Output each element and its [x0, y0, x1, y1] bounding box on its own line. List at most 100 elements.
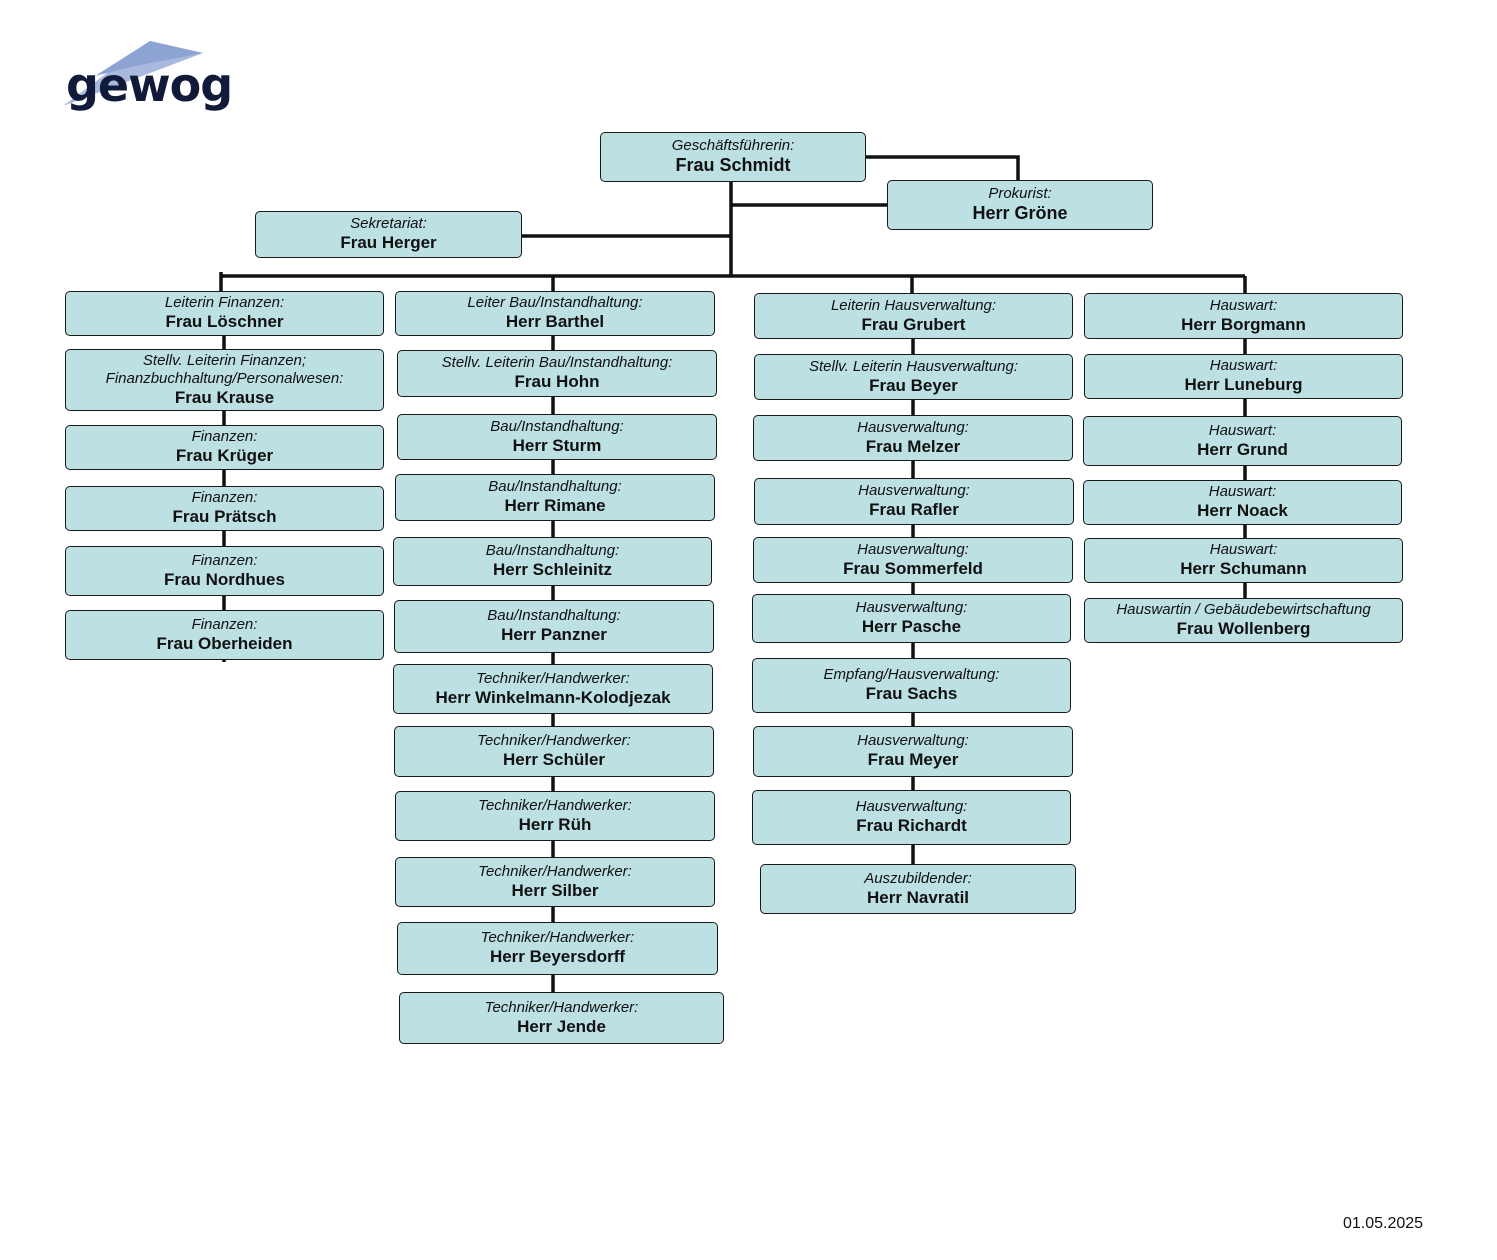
box-leiterin-hausverwaltung: Leiterin Hausverwaltung: Frau Grubert: [754, 293, 1073, 339]
box-bau: Bau/Instandhaltung: Herr Rimane: [395, 474, 715, 521]
person-name: Herr Schüler: [502, 750, 606, 770]
role-label: Hausverwaltung:: [857, 732, 969, 750]
person-name: Herr Jende: [517, 1016, 606, 1036]
person-name: Herr Rimane: [504, 496, 606, 516]
person-name: Frau Oberheiden: [156, 633, 293, 653]
box-stellv-bau: Stellv. Leiterin Bau/Instandhaltung: Fra…: [397, 350, 717, 397]
person-name: Frau Grubert: [861, 314, 966, 334]
person-name: Frau Richardt: [856, 816, 967, 836]
person-name: Frau Krause: [174, 387, 275, 407]
role-label: Techniker/Handwerker:: [478, 862, 632, 880]
role-label: Empfang/Hausverwaltung:: [823, 666, 1000, 684]
logo-wordmark: gewog: [66, 58, 233, 112]
role-label: Auszubildender:: [864, 869, 972, 887]
box-empfang: Empfang/Hausverwaltung: Frau Sachs: [752, 658, 1071, 713]
person-name: Herr Luneburg: [1184, 375, 1303, 395]
person-name: Frau Prätsch: [172, 507, 277, 527]
person-name: Herr Winkelmann-Kolodjezak: [435, 687, 671, 707]
role-label: Hausverwaltung:: [857, 418, 969, 436]
role-label: Hauswart:: [1209, 296, 1278, 314]
box-hauswartin-gebaeudebewirtschaftung: Hauswartin / Gebäudebewirtschaftung Frau…: [1084, 598, 1403, 643]
role-label: Prokurist:: [988, 185, 1052, 203]
role-label: Hauswart:: [1209, 357, 1278, 375]
box-leiterin-finanzen: Leiterin Finanzen: Frau Löschner: [65, 291, 384, 336]
box-hauswart: Hauswart: Herr Borgmann: [1084, 293, 1403, 339]
box-hausverwaltung: Hausverwaltung: Frau Rafler: [754, 478, 1074, 525]
role-label: Finanzen:: [191, 551, 258, 569]
box-sekretariat: Sekretariat: Frau Herger: [255, 211, 522, 258]
person-name: Frau Sommerfeld: [843, 558, 983, 578]
person-name: Frau Hohn: [514, 372, 600, 392]
box-techniker: Techniker/Handwerker: Herr Silber: [395, 857, 715, 907]
person-name: Herr Barthel: [505, 312, 605, 332]
role-label: Bau/Instandhaltung:: [487, 607, 621, 625]
role-label: Hauswart:: [1208, 421, 1277, 439]
role-label: Techniker/Handwerker:: [478, 796, 632, 814]
box-hauswart: Hauswart: Herr Schumann: [1084, 538, 1403, 583]
person-name: Herr Beyersdorff: [489, 947, 626, 967]
role-label: Leiterin Finanzen:: [164, 294, 285, 312]
box-hauswart: Hauswart: Herr Noack: [1083, 480, 1402, 525]
person-name: Herr Navratil: [866, 887, 970, 907]
box-bau: Bau/Instandhaltung: Herr Sturm: [397, 414, 717, 460]
box-hausverwaltung: Hausverwaltung: Frau Melzer: [753, 415, 1073, 461]
role-label: Sekretariat:: [350, 215, 427, 233]
box-geschaeftsfuehrerin: Geschäftsführerin: Frau Schmidt: [600, 132, 866, 182]
box-techniker: Techniker/Handwerker: Herr Jende: [399, 992, 724, 1044]
role-label: Hauswartin / Gebäudebewirtschaftung: [1116, 601, 1371, 619]
role-label: Hauswart:: [1208, 483, 1277, 501]
role-label: Finanzen:: [191, 489, 258, 507]
person-name: Frau Sachs: [865, 684, 958, 704]
person-name: Herr Rüh: [518, 814, 592, 834]
person-name: Herr Borgmann: [1181, 314, 1306, 334]
box-hausverwaltung: Hausverwaltung: Frau Meyer: [753, 726, 1073, 777]
role-label: Techniker/Handwerker:: [477, 732, 631, 750]
box-leiter-bau: Leiter Bau/Instandhaltung: Herr Barthel: [395, 291, 715, 336]
role-label: Bau/Instandhaltung:: [488, 478, 622, 496]
box-techniker: Techniker/Handwerker: Herr Beyersdorff: [397, 922, 718, 975]
person-name: Frau Nordhues: [164, 569, 285, 589]
date-stamp: 01.05.2025: [1343, 1215, 1424, 1232]
box-hausverwaltung: Hausverwaltung: Herr Pasche: [752, 594, 1071, 643]
person-name: Frau Beyer: [869, 375, 958, 395]
person-name: Herr Panzner: [501, 625, 607, 645]
role-label: Hausverwaltung:: [855, 798, 968, 816]
person-name: Frau Schmidt: [675, 155, 791, 176]
box-stellv-hausverwaltung: Stellv. Leiterin Hausverwaltung: Frau Be…: [754, 354, 1073, 400]
role-label: Stellv. Leiterin Hausverwaltung:: [809, 357, 1018, 375]
role-label: Finanzen:: [191, 615, 258, 633]
person-name: Frau Krüger: [175, 446, 274, 466]
role-label: Hausverwaltung:: [857, 540, 969, 558]
box-finanzen: Finanzen: Frau Oberheiden: [65, 610, 384, 660]
box-hauswart: Hauswart: Herr Grund: [1083, 416, 1402, 466]
person-name: Herr Silber: [511, 880, 599, 900]
role-label: Stellv. Leiterin Bau/Instandhaltung:: [441, 354, 673, 372]
person-name: Frau Wollenberg: [1176, 619, 1311, 639]
role-label: Leiter Bau/Instandhaltung:: [467, 294, 643, 312]
role-label: Hauswart:: [1209, 541, 1278, 559]
box-bau: Bau/Instandhaltung: Herr Panzner: [394, 600, 714, 653]
box-hausverwaltung: Hausverwaltung: Frau Richardt: [752, 790, 1071, 845]
person-name: Frau Löschner: [165, 312, 284, 332]
role-label: Techniker/Handwerker:: [480, 929, 635, 947]
box-hauswart: Hauswart: Herr Luneburg: [1084, 354, 1403, 399]
person-name: Frau Rafler: [869, 500, 959, 520]
role-label: Bau/Instandhaltung:: [485, 542, 620, 560]
role-label: Stellv. Leiterin Finanzen; Finanzbuchhal…: [105, 351, 344, 387]
person-name: Herr Schumann: [1180, 559, 1307, 579]
box-finanzen: Finanzen: Frau Prätsch: [65, 486, 384, 531]
box-finanzen: Finanzen: Frau Krüger: [65, 425, 384, 470]
role-label: Bau/Instandhaltung:: [490, 417, 624, 435]
person-name: Frau Herger: [340, 233, 437, 253]
gewog-logo: [63, 41, 203, 106]
role-label: Hausverwaltung:: [855, 599, 968, 617]
box-bau: Bau/Instandhaltung: Herr Schleinitz: [393, 537, 712, 586]
person-name: Frau Melzer: [865, 436, 961, 456]
person-name: Herr Pasche: [861, 617, 962, 637]
box-techniker: Techniker/Handwerker: Herr Rüh: [395, 791, 715, 841]
box-auszubildender: Auszubildender: Herr Navratil: [760, 864, 1076, 914]
box-stellv-finanzen: Stellv. Leiterin Finanzen; Finanzbuchhal…: [65, 349, 384, 411]
role-label: Hausverwaltung:: [858, 482, 970, 500]
role-label: Techniker/Handwerker:: [476, 669, 630, 687]
